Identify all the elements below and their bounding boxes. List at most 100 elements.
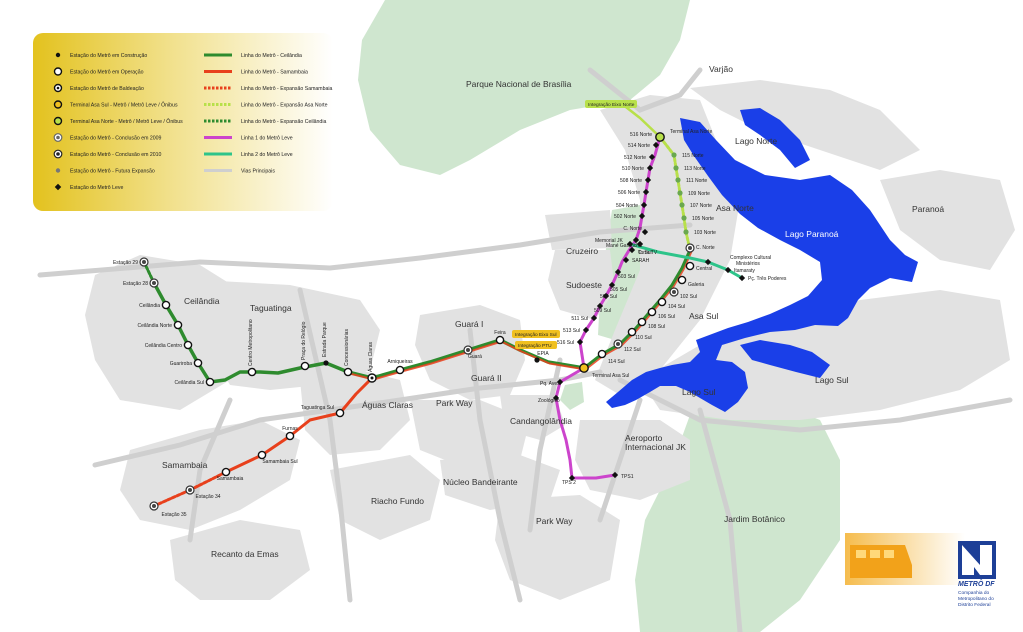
station-115-norte[interactable]: 115 Norte <box>671 152 704 159</box>
legend-label: Estação do Metrô - Conclusão em 2010 <box>70 152 162 158</box>
station-estacao-28[interactable]: Estação 28 <box>123 278 159 288</box>
station-aguas-claras[interactable]: Águas Claras <box>367 341 377 383</box>
station-pc-tres-poderes[interactable]: Pç. Três Poderes <box>738 274 787 282</box>
station-label: Estação 28 <box>123 281 148 287</box>
station-label: Estrada Parque <box>322 322 328 357</box>
station-estacao-35[interactable]: Estação 35 <box>149 501 187 518</box>
station-epia[interactable]: EPIA <box>534 351 549 363</box>
station-estrada-parque[interactable]: Estrada Parque <box>322 322 329 366</box>
station-furnas[interactable]: Furnas <box>282 426 298 441</box>
station-c-norte[interactable]: C. Norte <box>685 243 715 253</box>
legend-item: Terminal Asa Norte - Metrô / Metrô Leve … <box>53 116 183 126</box>
station-label: Complexo Cultural <box>730 255 771 261</box>
metro-df-logo-mark <box>958 541 996 579</box>
logo-line1: Companhia do <box>958 590 990 596</box>
station-112-sul[interactable]: 112 Sul <box>613 339 641 353</box>
station-label: Terminal Asa Sul <box>592 373 629 379</box>
station-marker <box>685 261 695 271</box>
label-ceilandia: Ceilândia <box>184 296 220 306</box>
lago-sul-arm <box>740 340 830 378</box>
station-praca-do-relogio[interactable]: Praça do Relógio <box>300 321 310 371</box>
station-ceilandia[interactable]: Ceilândia <box>139 300 171 310</box>
station-marker <box>655 132 665 142</box>
station-109-norte[interactable]: 109 Norte <box>677 190 710 197</box>
legend-line-item: Linha do Metrô - Expansão Samambaia <box>204 86 333 92</box>
station-marker <box>335 408 345 418</box>
station-113-norte[interactable]: 113 Norte <box>673 165 706 172</box>
station-106-sul[interactable]: 106 Sul <box>647 307 675 320</box>
station-label: Ceilândia Centro <box>145 343 182 349</box>
label-asa-sul: Asa Sul <box>689 311 718 321</box>
station-galeria[interactable]: Galeria <box>677 275 704 288</box>
station-marker <box>677 190 683 196</box>
parque-nacional-area <box>358 0 690 175</box>
station-arniqueiras[interactable]: Arniqueiras <box>387 359 413 375</box>
station-itamaraty[interactable]: Itamaraty <box>724 266 755 274</box>
plano-piloto-urban <box>595 95 740 395</box>
station-label: EPIA <box>537 351 549 357</box>
station-ceilandia-centro[interactable]: Ceilândia Centro <box>145 340 193 350</box>
tag-integracao-eixo-sul[interactable]: Integração Eixo Sul <box>512 330 560 338</box>
station-108-sul[interactable]: 108 Sul <box>637 317 665 330</box>
station-marker <box>597 349 607 359</box>
station-label: 508 Norte <box>620 178 642 184</box>
legend-item: Estação do Metrô - Conclusão em 2010 <box>53 149 162 159</box>
legend-line-label: Linha do Metrô - Samambaia <box>241 70 308 76</box>
station-label: Ceilândia Sul <box>175 380 204 386</box>
station-516-norte[interactable]: 516 Norte <box>630 132 652 138</box>
station-label: Memorial JK <box>595 238 623 244</box>
station-ceilandia-norte[interactable]: Ceilândia Norte <box>138 320 183 330</box>
station-ministerios[interactable]: Ministérios <box>736 261 760 267</box>
station-114-sul[interactable]: 114 Sul <box>597 349 625 365</box>
label-varjao: Varjão <box>709 64 733 74</box>
station-guara[interactable]: Guará <box>463 345 482 360</box>
station-taguatinga-sul[interactable]: Taguatinga Sul <box>301 405 345 418</box>
station-centro-metropolitano[interactable]: Centro Metropolitano <box>247 319 257 377</box>
station-label: C. Norte <box>623 226 642 232</box>
station-samambaia-sul[interactable]: Samambaia Sul <box>257 450 298 465</box>
station-terminal-asa-sul[interactable]: Terminal Asa Sul <box>579 363 629 379</box>
park-way-south-urban <box>495 495 620 600</box>
train-icon <box>850 545 912 578</box>
station-pq-aves[interactable]: Pq. Aves <box>540 378 564 387</box>
station-estacao-34[interactable]: Estação 34 <box>185 485 221 500</box>
tag-integracao-ptu[interactable]: Integração PTU <box>515 341 557 349</box>
station-marker <box>285 431 295 441</box>
station-central[interactable]: Central <box>685 261 712 272</box>
legend-item: Estação do Metrô de Baldeação <box>53 83 144 93</box>
legend-label: Estação do Metrô - Futura Expansão <box>70 169 155 175</box>
station-label: Águas Claras <box>367 341 374 372</box>
station-feira[interactable]: Feira <box>494 330 506 345</box>
station-111-norte[interactable]: 111 Norte <box>675 177 707 184</box>
station-concessionarias[interactable]: Concessionárias <box>343 329 353 377</box>
station-marker <box>463 345 473 355</box>
legend-line-item: Vias Principais <box>204 169 275 175</box>
station-507-sul[interactable]: 507 Sul <box>600 292 617 300</box>
station-103-norte[interactable]: 103 Norte <box>683 229 716 236</box>
label-guara-i: Guará I <box>455 319 483 329</box>
station-guariroba[interactable]: Guariroba <box>170 358 203 368</box>
station-samambaia[interactable]: Samambaia <box>217 467 244 482</box>
station-label: 506 Norte <box>618 190 640 196</box>
station-107-norte[interactable]: 107 Norte <box>679 202 712 209</box>
legend-item: Estação do Metrô - Futura Expansão <box>55 168 155 175</box>
station-102-sul[interactable]: 102 Sul <box>669 287 697 300</box>
station-110-sul[interactable]: 110 Sul <box>627 327 652 341</box>
label-paranoa: Paranoá <box>912 204 944 214</box>
station-ceilandia-sul[interactable]: Ceilândia Sul <box>175 377 215 387</box>
station-estacao-29[interactable]: Estação 29 <box>113 257 149 267</box>
station-label: 510 Norte <box>622 166 644 172</box>
logo-line3: Distrito Federal <box>958 602 991 608</box>
label-lago-paranoa: Lago Paranoá <box>785 229 839 239</box>
station-terminal-asa-norte[interactable]: Terminal Asa Norte <box>655 129 713 142</box>
tag-integracao-eixo-norte[interactable]: Integração Eixo Norte <box>585 100 637 108</box>
station-104-sul[interactable]: 104 Sul <box>657 297 685 310</box>
station-label: Praça do Relógio <box>301 321 307 360</box>
station-label: Taguatinga Sul <box>301 405 334 411</box>
station-marker <box>149 501 159 511</box>
line-vlt2 <box>628 242 744 280</box>
legend-line-label: Linha do Metrô - Expansão Ceilândia <box>241 119 326 125</box>
station-marker <box>343 367 353 377</box>
station-105-norte[interactable]: 105 Norte <box>681 215 714 222</box>
